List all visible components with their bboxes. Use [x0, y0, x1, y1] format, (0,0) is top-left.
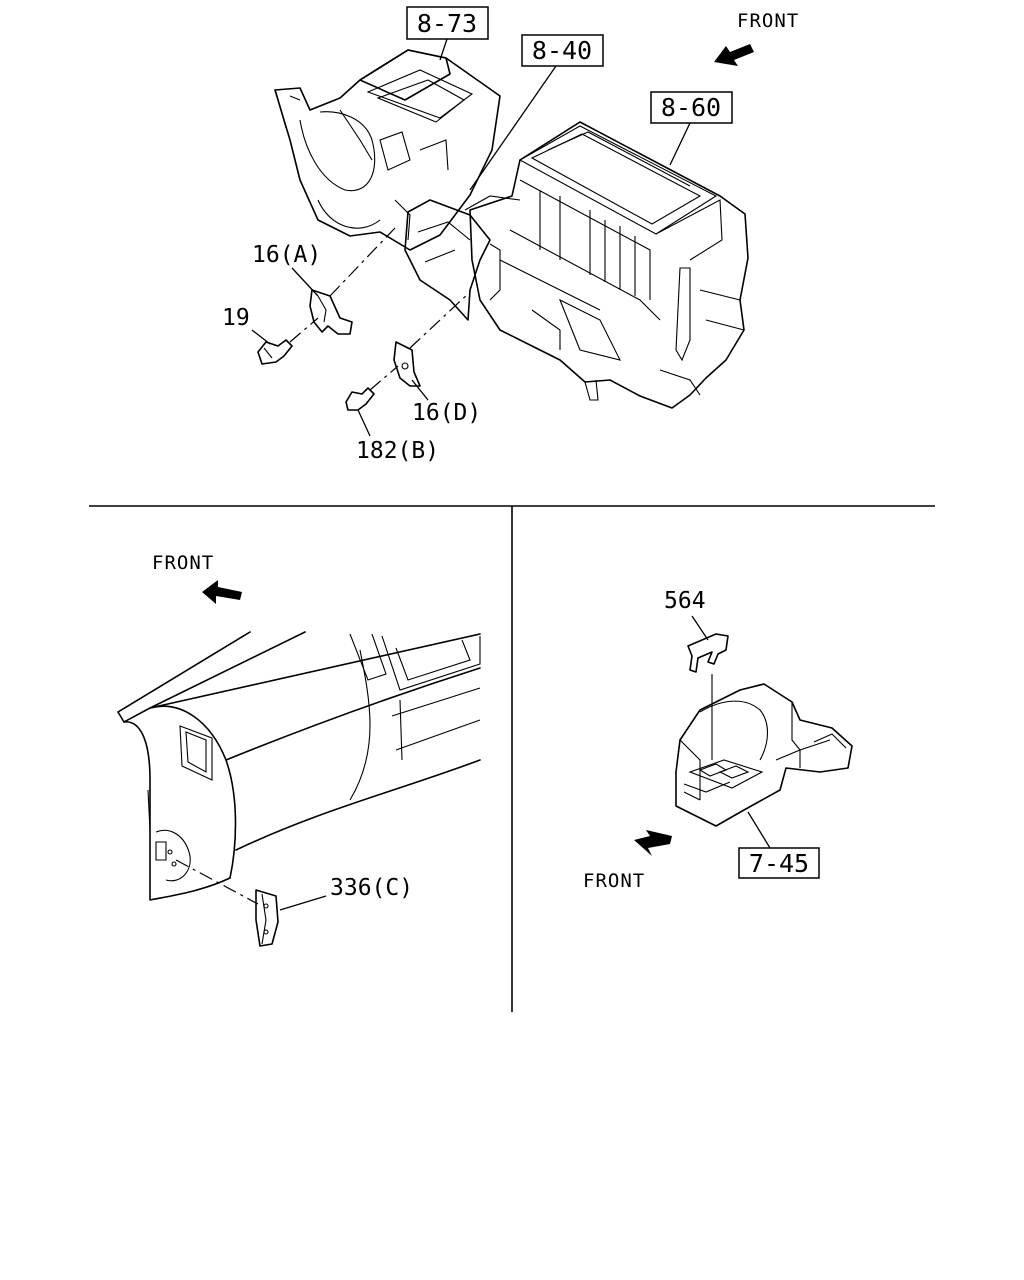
- label-16d-leader: [411, 379, 429, 401]
- svg-text:8-60: 8-60: [661, 93, 721, 122]
- bolt-182b: [345, 387, 375, 411]
- instrument-panel-illustration: [117, 631, 481, 901]
- bracket-336c-dashline: [175, 859, 259, 905]
- front-label-left: FRONT: [152, 552, 214, 574]
- label-16d: 16(D): [412, 400, 481, 426]
- label-19-leader: [251, 329, 271, 345]
- ref-7-45-leader: [747, 811, 771, 849]
- ref-8-73[interactable]: 8-73: [406, 6, 489, 40]
- bolt-182b-dashline: [369, 365, 399, 391]
- label-564-leader: [691, 615, 709, 641]
- ref-8-73-leader: [439, 38, 448, 61]
- front-label-top: FRONT: [737, 10, 799, 32]
- bolt-19: [257, 339, 293, 365]
- label-182b-leader: [357, 409, 371, 437]
- front-label-right: FRONT: [583, 870, 645, 892]
- label-564: 564: [664, 588, 706, 614]
- label-336c-leader: [279, 895, 327, 911]
- front-arrow-right-icon: [634, 830, 672, 856]
- label-336c: 336(C): [330, 875, 413, 901]
- svg-text:8-40: 8-40: [532, 36, 592, 65]
- ref-8-40[interactable]: 8-40: [521, 34, 604, 67]
- bracket-16a-dashline: [329, 227, 396, 297]
- bracket-16a: [309, 289, 353, 335]
- front-arrow-left-icon: [202, 580, 242, 604]
- hvac-assembly-illustration: [274, 49, 749, 409]
- ref-8-60-leader: [669, 122, 691, 166]
- ref-8-60[interactable]: 8-60: [650, 91, 733, 124]
- front-arrow-top-icon: [714, 44, 754, 66]
- svg-text:8-73: 8-73: [417, 9, 477, 38]
- label-16a-leader: [291, 267, 319, 297]
- svg-text:7-45: 7-45: [749, 849, 809, 878]
- label-19: 19: [222, 305, 250, 331]
- ref-8-40-leader: [469, 65, 557, 191]
- console-illustration: [675, 683, 853, 827]
- bracket-336c: [255, 889, 279, 947]
- label-182b: 182(B): [356, 438, 439, 464]
- bracket-16d-dashline: [409, 291, 471, 349]
- bracket-16d: [393, 341, 421, 387]
- label-16a: 16(A): [252, 242, 321, 268]
- bolt-19-dashline: [289, 317, 319, 343]
- clip-564: [687, 633, 729, 673]
- ref-7-45[interactable]: 7-45: [738, 847, 820, 879]
